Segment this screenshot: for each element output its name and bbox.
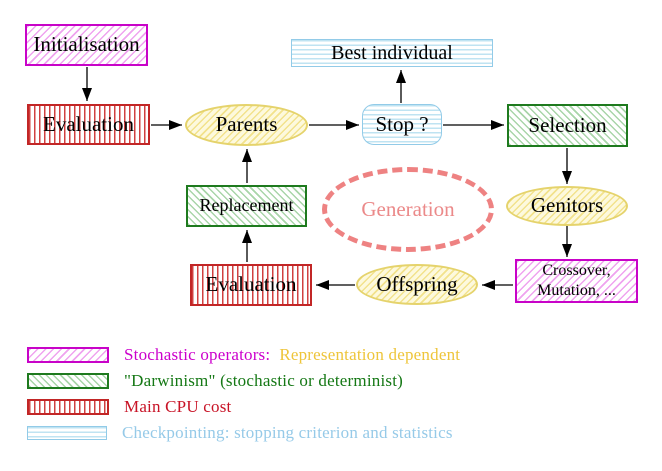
node-evaluation-top: Evaluation <box>27 104 150 145</box>
legend-label-stochastic: Stochastic operators: <box>124 345 271 364</box>
node-stop: Stop ? <box>362 104 442 145</box>
node-parents: Parents <box>185 104 308 146</box>
node-initialisation: Initialisation <box>25 24 148 66</box>
legend-row-stochastic: Stochastic operators: Representation dep… <box>27 345 461 364</box>
node-offspring: Offspring <box>356 264 478 305</box>
legend-row-darwinism: "Darwinism" (stochastic or determinist) <box>27 371 403 390</box>
crossover-line1: Crossover, <box>542 262 611 279</box>
legend-label-cpu-cost: Main CPU cost <box>124 397 232 416</box>
generation-label: Generation <box>361 197 455 221</box>
legend-swatch-checkpointing <box>27 426 107 440</box>
legend-label-darwinism: "Darwinism" (stochastic or determinist) <box>124 371 403 390</box>
crossover-line2: Mutation, ... <box>537 282 616 299</box>
generation-loop-ellipse: Generation <box>322 167 494 252</box>
node-selection: Selection <box>507 104 628 147</box>
legend-row-cpu-cost: Main CPU cost <box>27 397 232 416</box>
node-replacement: Replacement <box>186 185 307 227</box>
legend-swatch-darwinism <box>27 373 109 389</box>
node-genitors: Genitors <box>506 186 628 226</box>
node-best-individual: Best individual <box>291 39 493 67</box>
legend-row-checkpointing: Checkpointing: stopping criterion and st… <box>27 423 453 442</box>
legend-swatch-cpu-cost <box>27 399 109 415</box>
legend-swatch-stochastic <box>27 347 109 363</box>
node-evaluation-bottom: Evaluation <box>190 264 312 306</box>
legend-label-representation: Representation dependent <box>279 345 461 364</box>
node-crossover-mutation: Crossover, Mutation, ... <box>515 259 638 303</box>
legend-label-checkpointing: Checkpointing: stopping criterion and st… <box>122 423 453 442</box>
